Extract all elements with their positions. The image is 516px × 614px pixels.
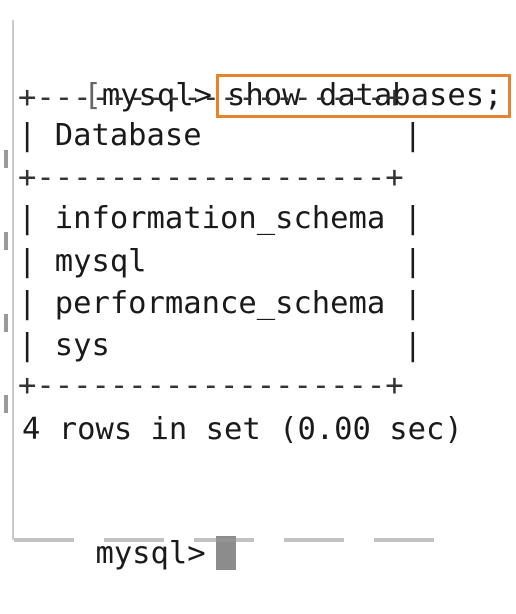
left-edge-mark — [4, 232, 8, 250]
terminal-left-border — [12, 20, 14, 540]
bottom-edge — [14, 538, 434, 542]
table-border-top: +-------------------+ — [18, 80, 404, 115]
table-row: | information_schema | — [18, 201, 422, 236]
next-prompt-line[interactable]: mysql> — [22, 494, 236, 614]
terminal-window[interactable]: [mysql>show databases; +----------------… — [0, 0, 516, 571]
left-edge-mark — [4, 395, 8, 413]
table-row: | sys | — [18, 328, 422, 363]
table-row: | mysql | — [18, 244, 422, 279]
result-summary: 4 rows in set (0.00 sec) — [22, 412, 463, 447]
table-row: | performance_schema | — [18, 286, 422, 321]
table-border-middle: +-------------------+ — [18, 160, 404, 195]
highlighted-command: show databases; — [216, 74, 512, 118]
prompt-text: mysql> — [101, 78, 213, 113]
prompt-leading-char: [ — [83, 78, 102, 113]
table-border-bottom: +-------------------+ — [18, 368, 404, 403]
command-line: [mysql>show databases; — [10, 34, 512, 158]
table-header: | Database | — [18, 118, 422, 153]
left-edge-mark — [4, 314, 8, 332]
left-edge-mark — [4, 150, 8, 168]
